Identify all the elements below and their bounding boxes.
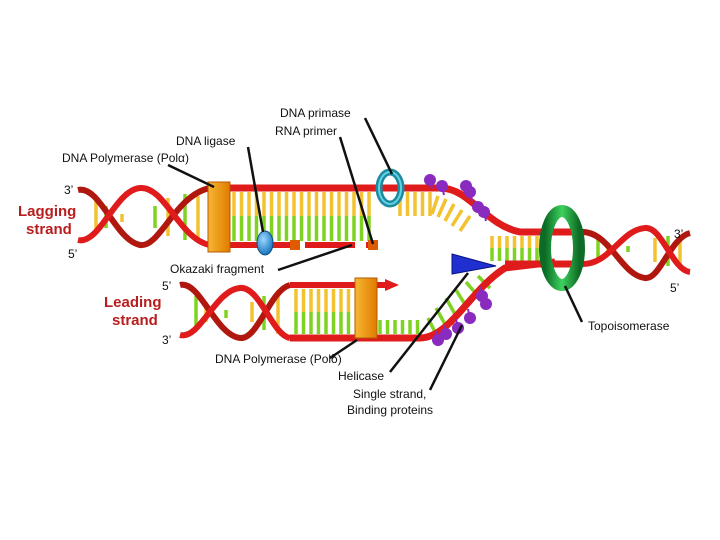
leading-end-bottom: 3’ [162, 333, 171, 347]
helicase-shape [451, 253, 497, 275]
right-end-top: 3’ [674, 227, 683, 241]
lagging-end-top: 3’ [64, 183, 73, 197]
lagging-end-bottom: 5’ [68, 247, 77, 261]
rna-primer-label: RNA primer [275, 124, 337, 138]
leading-end-top: 5’ [162, 279, 171, 293]
leading-left-helix [179, 281, 292, 341]
base-pair [443, 203, 456, 222]
ssb-protein [432, 330, 444, 346]
rna-primer-block [368, 240, 378, 250]
lagging-left-helix [77, 185, 211, 248]
base-pair [458, 215, 472, 232]
pointer-lines [167, 117, 584, 391]
ssb-protein [464, 308, 476, 324]
ssb-protein [424, 174, 436, 190]
polymerase-alpha-block [207, 181, 231, 253]
base-pair [436, 198, 448, 218]
right-helix [579, 225, 692, 281]
right-end-bottom: 5’ [670, 281, 679, 295]
lagging-strand-title-1: Lagging [18, 203, 76, 220]
ssb-protein [460, 180, 472, 196]
polymerase-delta-block [354, 277, 378, 339]
okazaki-primer-block [290, 240, 300, 250]
topoisomerase-shape [539, 205, 585, 291]
lagging-strand-title-2: strand [26, 221, 72, 238]
base-pairs [94, 192, 682, 335]
leading-strand-title-1: Leading [104, 294, 162, 311]
leading-strand-title-2: strand [112, 312, 158, 329]
ssb-label-line2: Binding proteins [347, 403, 433, 417]
polymerase-delta-label: DNA Polymerase (Polδ) [215, 352, 342, 366]
dna-primase-label: DNA primase [280, 106, 351, 120]
dna-ligase-shape [256, 230, 274, 256]
leading-strand-backbone [290, 258, 556, 342]
dna-ligase-label: DNA ligase [176, 134, 236, 148]
helicase-label: Helicase [338, 369, 384, 383]
ssb-label-line1: Single strand, [353, 387, 426, 401]
base-pair [450, 209, 464, 227]
ssb-protein [436, 180, 448, 196]
polymerase-alpha-label: DNA Polymerase (Polα) [62, 151, 189, 165]
single-strand-binding-proteins [424, 174, 492, 346]
base-pair [430, 195, 440, 215]
topoisomerase-label: Topoisomerase [588, 319, 670, 333]
ssb-protein [480, 294, 492, 310]
ssb-protein [478, 206, 490, 222]
okazaki-fragment-label: Okazaki fragment [170, 262, 265, 276]
